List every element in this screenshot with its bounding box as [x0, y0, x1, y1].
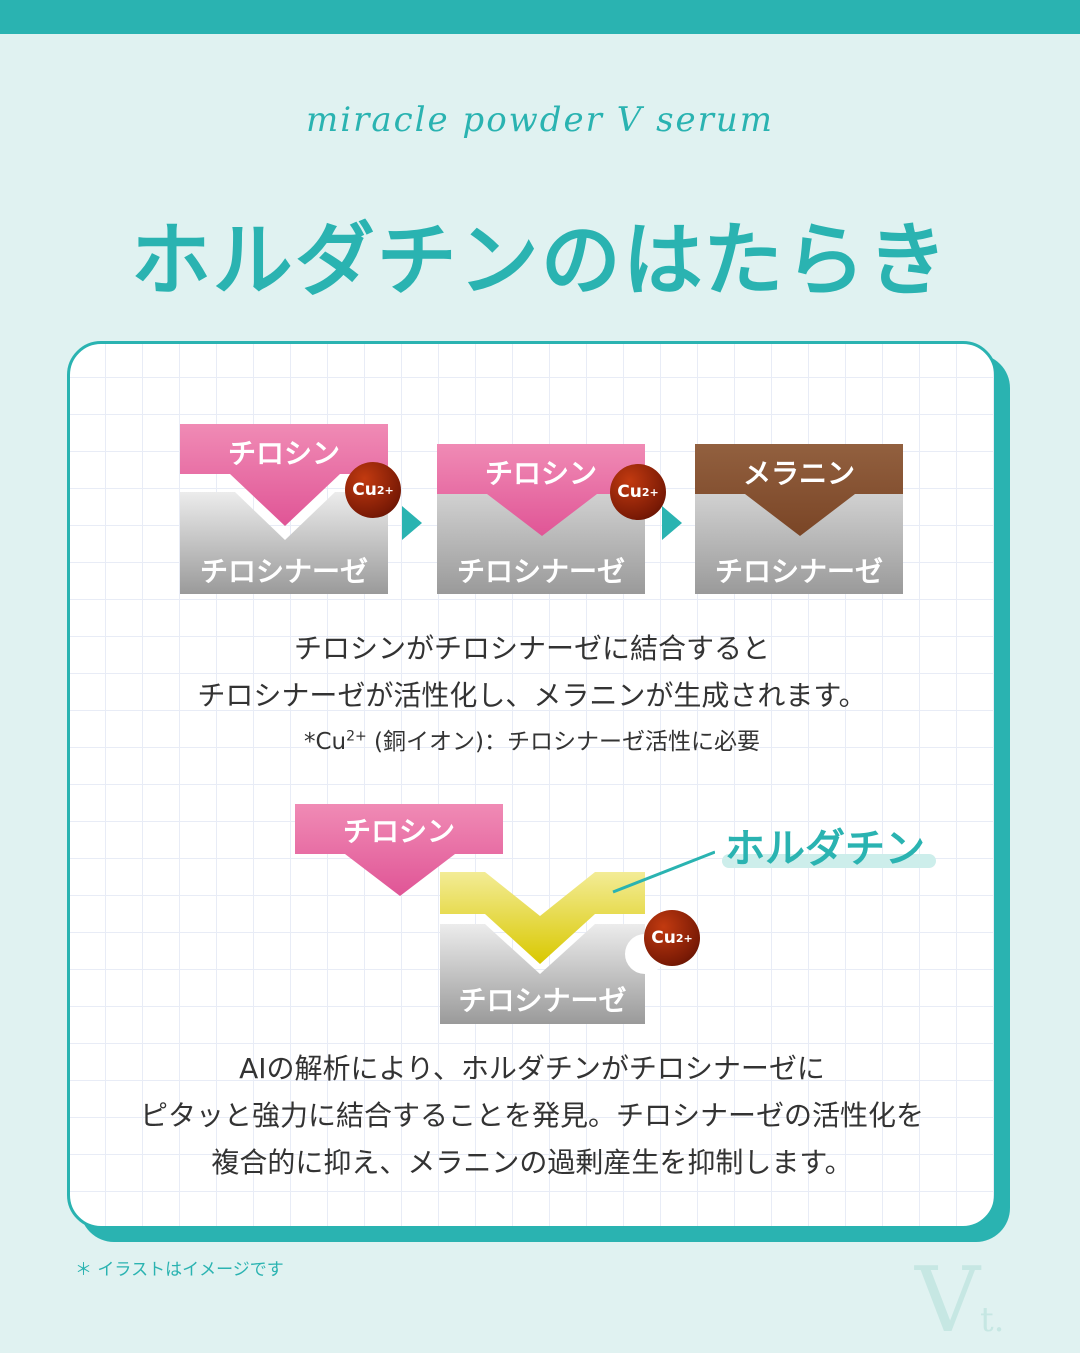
triangle-right-icon: [402, 506, 422, 540]
top-accent-bar: [0, 0, 1080, 34]
tyrosinase-label: チロシナーゼ: [199, 555, 368, 588]
ion-charge: 2+: [376, 483, 394, 497]
logo-suffix: t.: [980, 1300, 1005, 1340]
ion-symbol: Cu: [651, 928, 676, 948]
holdatin-label: ホルダチン: [725, 826, 925, 872]
illustration-disclaimer: ＊ イラストはイメージです: [75, 1260, 284, 1280]
ion-symbol: Cu: [352, 480, 377, 500]
inhibition-diagram: チロシン チロシナーゼ: [295, 804, 715, 1024]
footnote-text: (銅イオン)：チロシナーゼ活性に必要: [366, 729, 761, 755]
melanin-label: メラニン: [742, 457, 855, 490]
explanation-1-line-1: チロシンがチロシナーゼに結合すると: [293, 632, 770, 665]
tyrosine-tyrosinase-unbound-graphic: [180, 424, 388, 594]
explanation-1-line-2: チロシナーゼが活性化し、メラニンが生成されます。: [197, 679, 867, 712]
footnote-prefix: *Cu: [303, 729, 347, 755]
explanation-2-line-1: AIの解析により、ホルダチンがチロシナーゼに: [239, 1052, 825, 1085]
brand-script-title: miracle powder V serum: [305, 100, 775, 140]
ion-symbol: Cu: [617, 482, 642, 502]
tyrosine-label: チロシン: [342, 815, 455, 848]
tyrosine-bound-graphic: [437, 444, 645, 594]
diagram-step-1: チロシン チロシナーゼ: [180, 424, 390, 594]
tyrosine-label: チロシン: [227, 437, 340, 470]
logo-mark: V: [915, 1248, 980, 1353]
triangle-right-icon: [662, 506, 682, 540]
ion-charge: 2+: [641, 485, 659, 499]
holdatin-inhibition-graphic: [295, 804, 715, 1024]
tyrosinase-label: チロシナーゼ: [458, 984, 627, 1017]
brand-logo: Vt.: [915, 1248, 1004, 1353]
ion-charge: 2+: [675, 931, 693, 945]
page-title: ホルダチンのはたらき: [130, 214, 950, 307]
explanation-2-line-2: ピタッと強力に結合することを発見。チロシナーゼの活性化を: [139, 1099, 924, 1132]
explanation-2-line-3: 複合的に抑え、メラニンの過剰産生を抑制します。: [211, 1146, 853, 1179]
diagram-step-2: チロシン チロシナーゼ: [437, 444, 647, 594]
tyrosinase-label: チロシナーゼ: [714, 555, 883, 588]
melanin-produced-graphic: [695, 444, 903, 594]
tyrosine-label: チロシン: [484, 457, 597, 490]
diagram-step-3: メラニン チロシナーゼ: [695, 444, 905, 594]
copper-footnote: *Cu2+ (銅イオン)：チロシナーゼ活性に必要: [70, 722, 994, 756]
holdatin-highlight: [722, 854, 936, 868]
footnote-sup: 2+: [346, 728, 367, 745]
tyrosinase-label: チロシナーゼ: [456, 555, 625, 588]
